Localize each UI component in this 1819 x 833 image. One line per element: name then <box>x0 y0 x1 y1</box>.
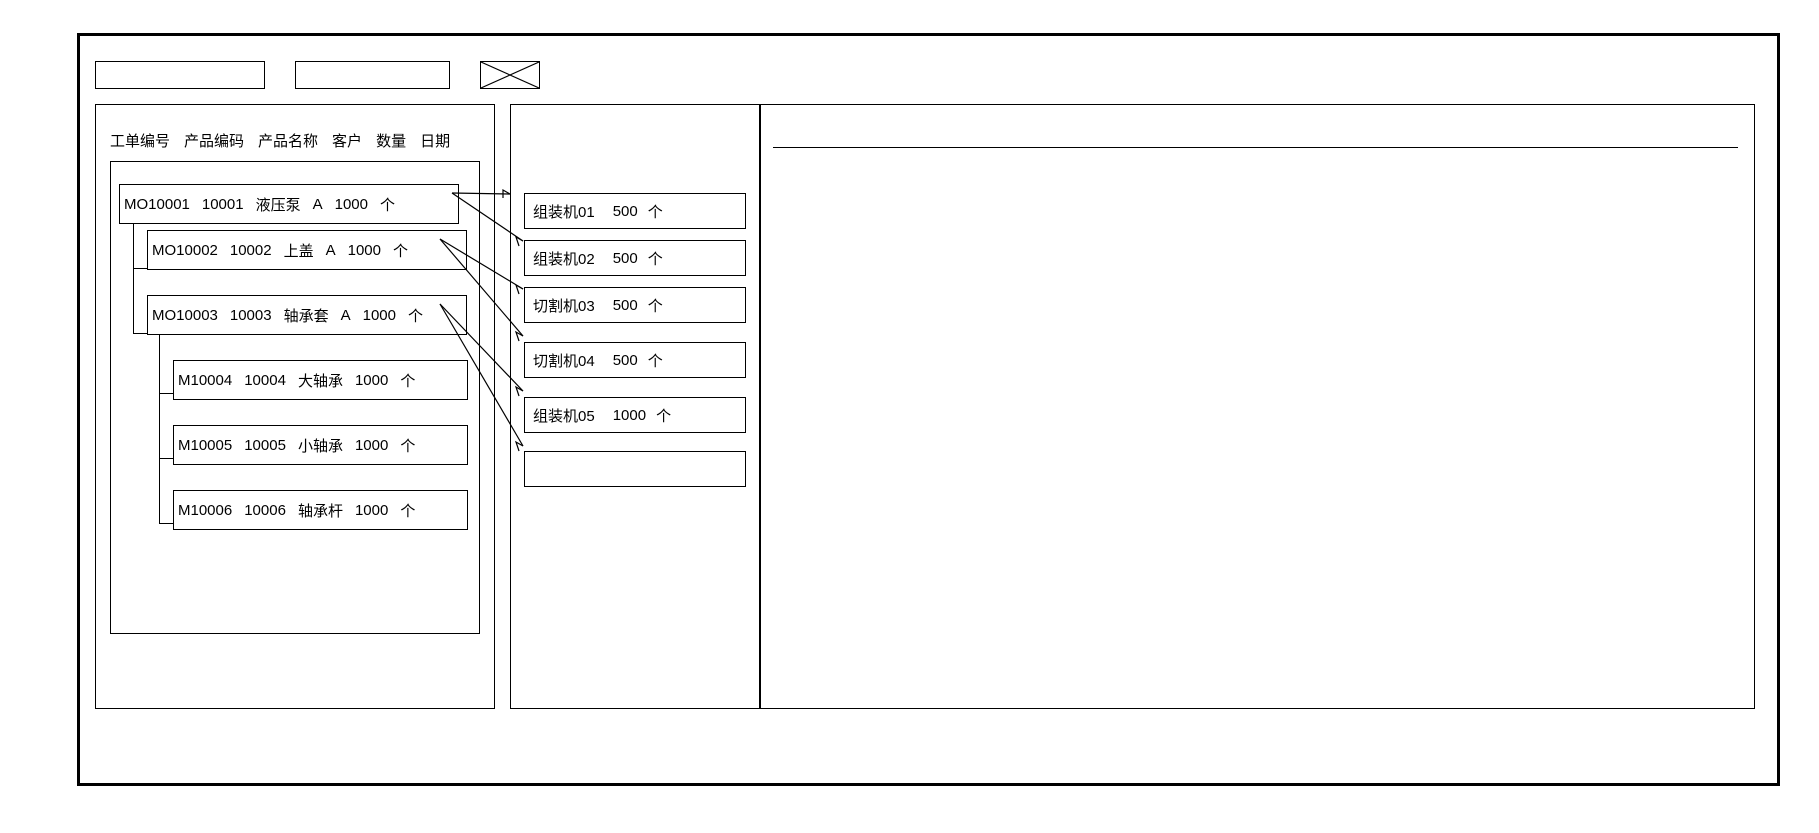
machine-unit: 个 <box>647 297 663 315</box>
tree-connector-6 <box>159 334 173 524</box>
table-row[interactable]: M10004 10004 大轴承 1000 个 <box>173 360 468 400</box>
cell-unit: 个 <box>393 242 409 260</box>
machine-task-panel: 组装机01 500 个 组装机02 500 个 切割机03 500 个 切割机0… <box>510 104 760 709</box>
cell-product-code: 10005 <box>244 436 286 454</box>
cell-order-no: MO10003 <box>152 306 218 324</box>
machine-name: 切割机03 <box>533 297 595 315</box>
machine-name: 切割机04 <box>533 352 595 370</box>
machine-quantity: 500 <box>612 351 638 369</box>
toolbar <box>95 61 1755 97</box>
cell-quantity: 1000 <box>354 371 389 389</box>
cell-unit: 个 <box>408 307 424 325</box>
machine-quantity: 500 <box>612 249 638 267</box>
cell-product-name: 大轴承 <box>297 372 343 390</box>
machine-card-empty[interactable] <box>524 451 746 487</box>
machine-quantity: 1000 <box>612 406 647 424</box>
table-row[interactable]: M10005 10005 小轴承 1000 个 <box>173 425 468 465</box>
detail-panel-content <box>773 155 1738 695</box>
column-header-quantity: 数量 <box>376 132 407 150</box>
toolbar-field-2[interactable] <box>295 61 450 89</box>
column-header-customer: 客户 <box>332 132 363 150</box>
table-row[interactable]: MO10002 10002 上盖 A 1000 个 <box>147 230 467 270</box>
cell-order-no: M10005 <box>178 436 233 454</box>
column-header-date: 日期 <box>420 132 451 150</box>
detail-panel-header-divider <box>773 147 1738 148</box>
cell-quantity: 1000 <box>362 306 396 324</box>
cell-order-no: MO10001 <box>124 195 190 213</box>
work-order-tree: MO10001 10001 液压泵 A 1000 个 MO10002 10002… <box>110 161 480 634</box>
machine-unit: 个 <box>647 250 663 268</box>
table-row[interactable]: MO10003 10003 轴承套 A 1000 个 <box>147 295 467 335</box>
cell-customer: A <box>340 306 351 324</box>
work-order-panel: 工单编号 产品编码 产品名称 客户 数量 日期 MO10001 10001 <box>95 104 495 709</box>
cell-unit: 个 <box>380 196 396 214</box>
column-header-row: 工单编号 产品编码 产品名称 客户 数量 日期 <box>110 129 480 151</box>
table-row[interactable]: MO10001 10001 液压泵 A 1000 个 <box>119 184 459 224</box>
column-header-order-no: 工单编号 <box>110 132 171 150</box>
machine-unit: 个 <box>656 407 672 425</box>
cell-product-code: 10001 <box>201 195 244 213</box>
cell-quantity: 1000 <box>347 241 381 259</box>
cell-quantity: 1000 <box>354 501 389 519</box>
cell-quantity: 1000 <box>334 195 368 213</box>
image-placeholder-icon <box>480 61 540 89</box>
column-header-product-name: 产品名称 <box>258 132 319 150</box>
cell-product-code: 10004 <box>244 371 286 389</box>
machine-card[interactable]: 切割机04 500 个 <box>524 342 746 378</box>
cell-product-code: 10006 <box>244 501 286 519</box>
cell-product-code: 10002 <box>229 241 272 259</box>
cell-product-name: 轴承套 <box>283 307 329 325</box>
cell-product-name: 轴承杆 <box>297 502 343 520</box>
cell-product-name: 小轴承 <box>297 437 343 455</box>
cell-order-no: M10004 <box>178 371 233 389</box>
tree-connector-3 <box>133 203 147 334</box>
machine-name: 组装机01 <box>533 203 595 221</box>
cell-product-name: 上盖 <box>283 242 314 260</box>
application-window: 工单编号 产品编码 产品名称 客户 数量 日期 MO10001 10001 <box>77 33 1780 786</box>
cell-unit: 个 <box>400 372 416 390</box>
cell-order-no: MO10002 <box>152 241 218 259</box>
table-row[interactable]: M10006 10006 轴承杆 1000 个 <box>173 490 468 530</box>
machine-quantity: 500 <box>612 296 638 314</box>
column-header-product-code: 产品编码 <box>184 132 245 150</box>
machine-card[interactable]: 切割机03 500 个 <box>524 287 746 323</box>
machine-name: 组装机05 <box>533 407 595 425</box>
machine-unit: 个 <box>647 203 663 221</box>
machine-card[interactable]: 组装机05 1000 个 <box>524 397 746 433</box>
cell-product-code: 10003 <box>229 306 272 324</box>
machine-unit: 个 <box>647 352 663 370</box>
detail-panel <box>760 104 1755 709</box>
machine-card[interactable]: 组装机02 500 个 <box>524 240 746 276</box>
cell-product-name: 液压泵 <box>255 196 301 214</box>
toolbar-field-1[interactable] <box>95 61 265 89</box>
cross-box-icon <box>481 62 539 88</box>
cell-quantity: 1000 <box>354 436 389 454</box>
machine-card[interactable]: 组装机01 500 个 <box>524 193 746 229</box>
cell-order-no: M10006 <box>178 501 233 519</box>
cell-customer: A <box>312 195 323 213</box>
machine-quantity: 500 <box>612 202 638 220</box>
cell-unit: 个 <box>400 502 416 520</box>
cell-unit: 个 <box>400 437 416 455</box>
cell-customer: A <box>325 241 336 259</box>
machine-name: 组装机02 <box>533 250 595 268</box>
